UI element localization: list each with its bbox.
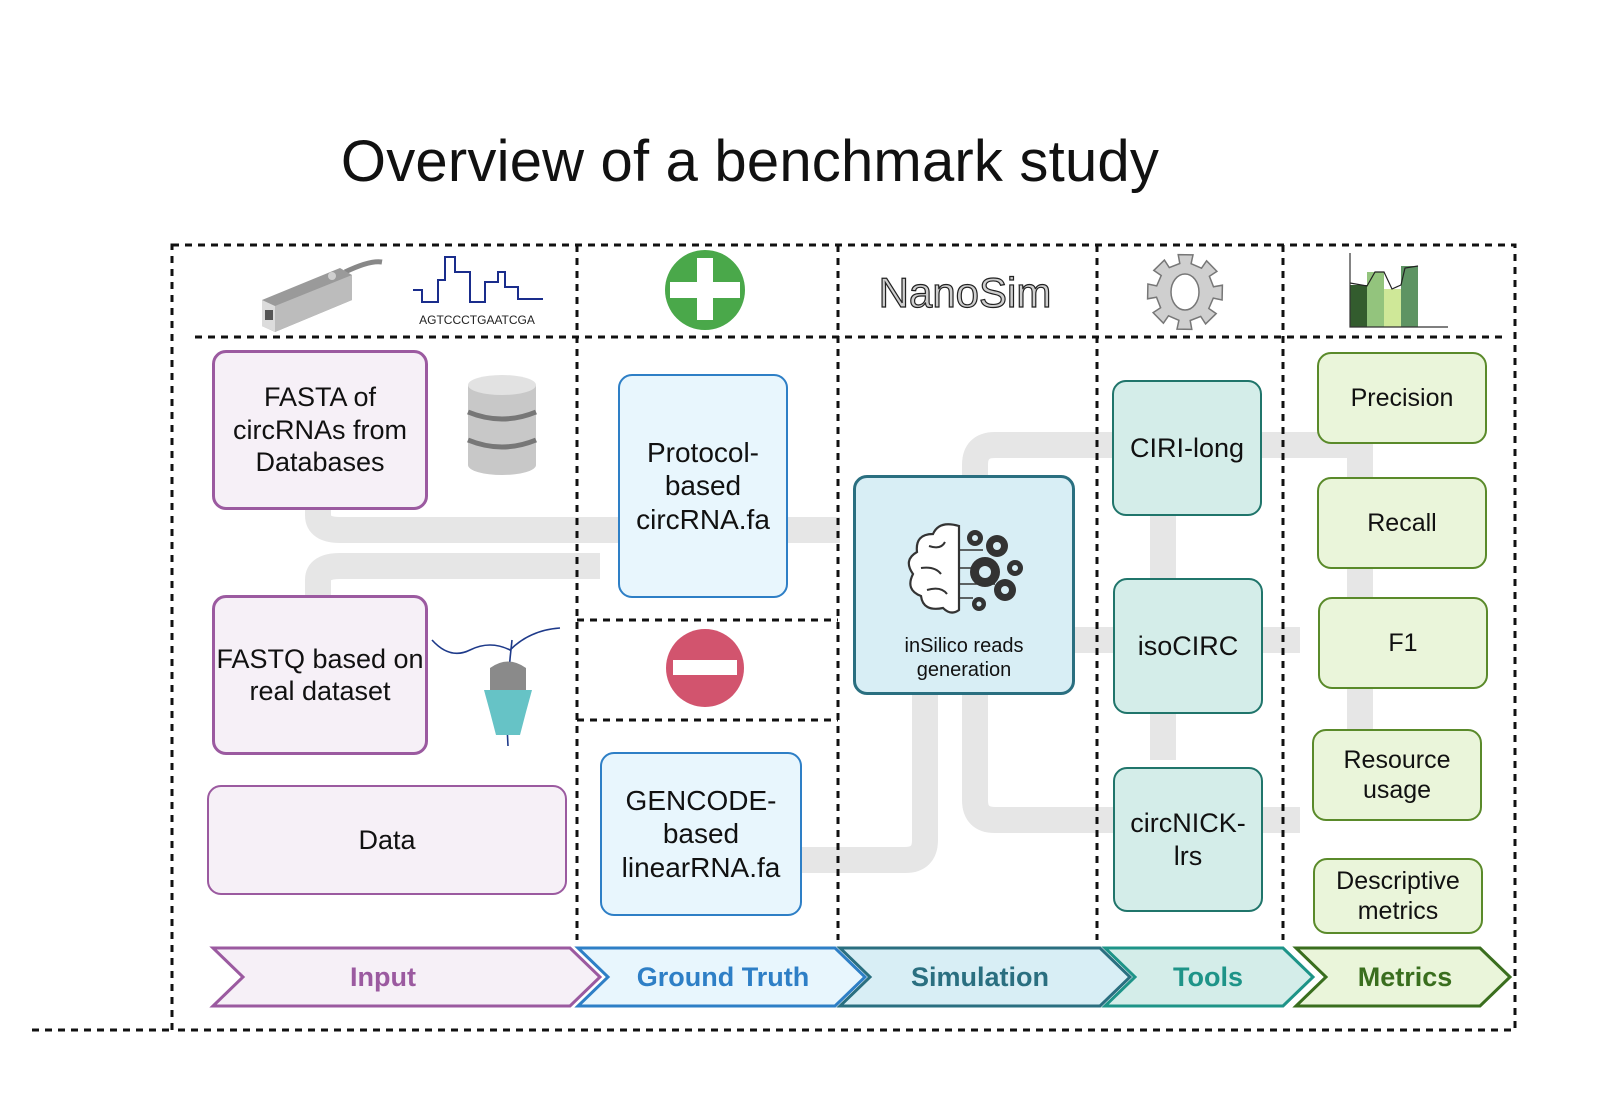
- diagram-title: Overview of a benchmark study: [0, 128, 1600, 195]
- nanosim-logo: NanoSim: [879, 269, 1052, 316]
- stage-chevrons: [209, 946, 1513, 1008]
- database-icon: [467, 375, 537, 475]
- tool-label-ciri-long: CIRI-long: [1129, 432, 1245, 463]
- input-box-fasta: FASTA of circRNAs from Databases: [212, 350, 428, 510]
- stage-chevron-tools: [1101, 946, 1316, 1008]
- input-box-fastq-label: FASTQ based on real dataset: [216, 643, 424, 706]
- metric-label-f1: F1: [1388, 629, 1418, 657]
- input-box-fastq: FASTQ based on real dataset: [212, 595, 428, 755]
- metric-box-precision: Precision: [1317, 352, 1487, 444]
- area-bar-chart-icon: [1349, 253, 1448, 328]
- stage-chevron-simulation: [836, 946, 1133, 1008]
- gt-box-protocol: Protocol-based circRNA.fa: [618, 374, 788, 598]
- stage-label-simulation: Simulation: [910, 961, 1049, 992]
- chromatogram-sequence: AGTCCCTGAATCGA: [419, 313, 535, 327]
- stage-chevron-input: [209, 946, 603, 1008]
- minus-circle-icon: [666, 629, 744, 707]
- stage-label-metrics: Metrics: [1357, 961, 1453, 992]
- sim-label-line2: generation: [916, 659, 1012, 681]
- metric-label-precision: Precision: [1350, 384, 1454, 412]
- gear-icon: [1146, 253, 1224, 331]
- nanopore-sequencer-icon: [262, 259, 383, 332]
- tool-box-isocirc: isoCIRC: [1113, 578, 1263, 714]
- metric-box-recall: Recall: [1317, 477, 1487, 569]
- metric-box-f1: F1: [1318, 597, 1488, 689]
- stage-chevron-ground-truth: [574, 946, 868, 1008]
- gt-box-gencode-label: GENCODE-based linearRNA.fa: [621, 784, 781, 883]
- metric-label-recall: Recall: [1367, 509, 1437, 537]
- sim-label-line1: inSilico reads: [904, 635, 1024, 657]
- connector-sim-to-ciri: [962, 432, 1373, 820]
- metric-label-resource-usage: Resource usage: [1343, 746, 1451, 804]
- metric-label-descriptive: Descriptive metrics: [1336, 867, 1460, 925]
- input-box-data-label: Data: [358, 824, 416, 855]
- metric-box-resource-usage: Resource usage: [1312, 729, 1482, 821]
- input-box-fasta-label: FASTA of circRNAs from Databases: [233, 382, 407, 478]
- gt-box-protocol-label: Protocol-based circRNA.fa: [636, 436, 770, 535]
- tool-box-ciri-long: CIRI-long: [1112, 380, 1262, 516]
- tool-label-isocirc: isoCIRC: [1137, 630, 1239, 661]
- connector-fasta-to-protocol: [305, 498, 840, 543]
- stage-chevron-metrics: [1292, 946, 1513, 1008]
- title-text: Overview of a benchmark study: [340, 129, 1160, 194]
- tool-label-circnick-lrs: circNICK-lrs: [1130, 808, 1246, 871]
- connector-sim-to-circnick: [962, 680, 1300, 833]
- stage-label-input: Input: [350, 961, 416, 992]
- stage-label-ground-truth: Ground Truth: [636, 961, 810, 992]
- plus-circle-icon: [665, 250, 745, 330]
- metric-box-descriptive: Descriptive metrics: [1313, 858, 1483, 934]
- chromatogram-icon: [413, 256, 543, 303]
- outer-frame: [170, 243, 1517, 1032]
- dashed-frames: [32, 243, 1517, 1032]
- tool-box-circnick-lrs: circNICK-lrs: [1113, 767, 1263, 912]
- connector-fastq-to-protocol: [305, 553, 600, 598]
- connector-gencode-to-sim: [785, 680, 938, 873]
- nanopore-pore-icon: [431, 627, 561, 747]
- stage-label-tools: Tools: [1173, 961, 1243, 992]
- sim-box-insilico: inSilico reads generation: [853, 475, 1075, 695]
- input-box-data: Data: [207, 785, 567, 895]
- gt-box-gencode: GENCODE-based linearRNA.fa: [600, 752, 802, 916]
- brain-gears-icon: [907, 523, 1023, 614]
